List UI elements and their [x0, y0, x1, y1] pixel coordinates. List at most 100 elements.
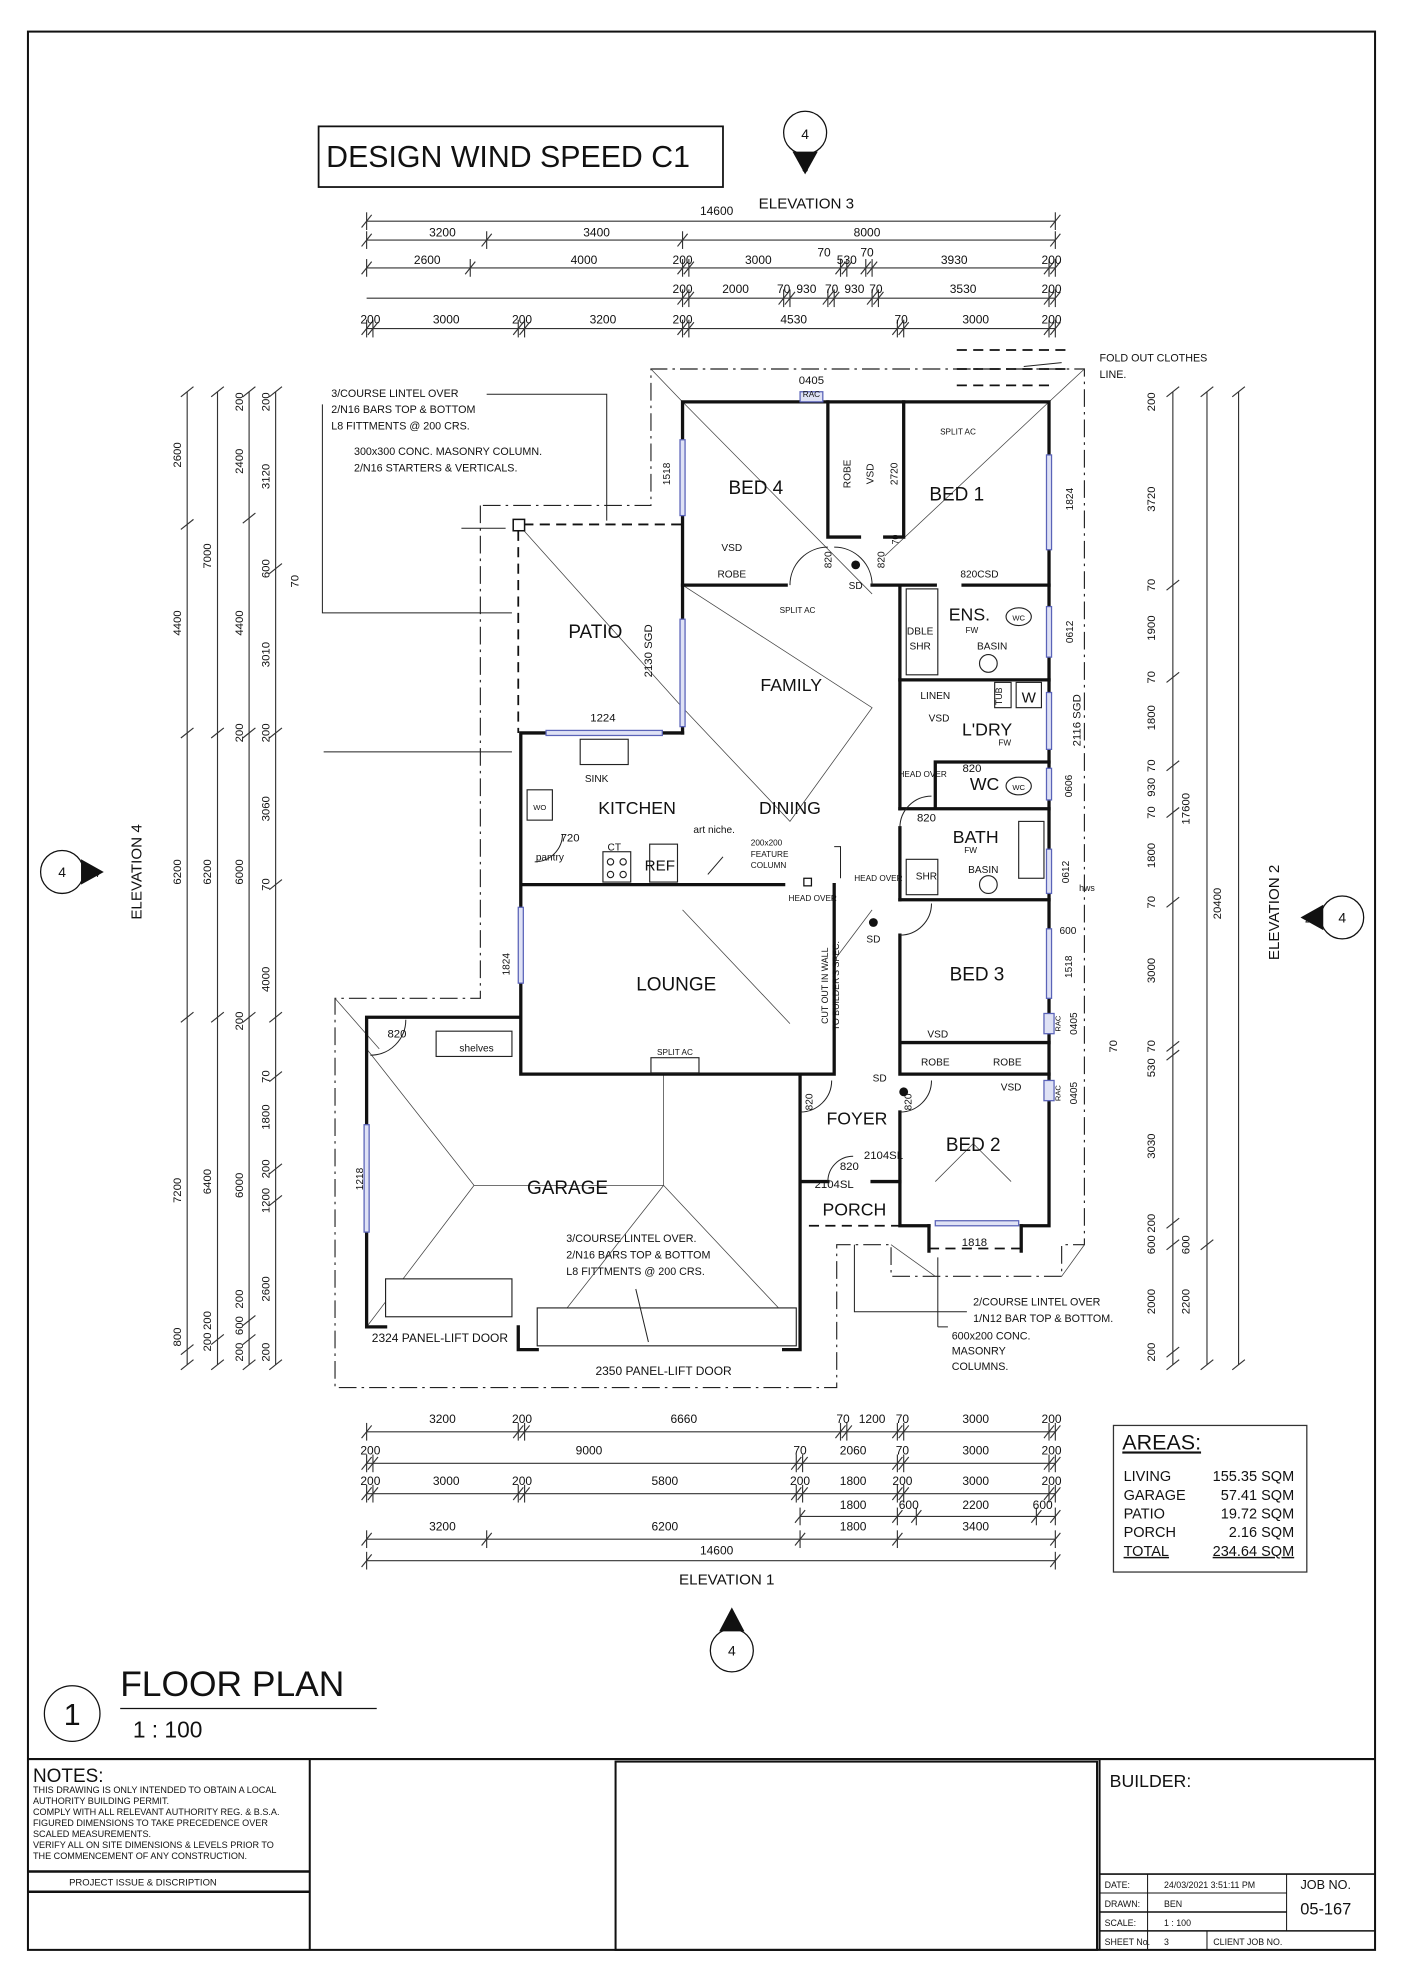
plan-label-d70: 70	[891, 535, 901, 545]
drawn-label: DRAWN:	[1105, 1899, 1140, 1909]
plan-label-vsd: VSD	[927, 1029, 948, 1040]
dimension-value: 7000	[202, 543, 214, 568]
dimension-value: 8000	[854, 225, 881, 239]
windows	[363, 391, 1055, 1233]
dimension-value: 70	[894, 313, 908, 327]
dimension-value: 70	[1146, 671, 1158, 684]
area-value: 234.64 SQM	[1213, 1544, 1295, 1560]
area-value: 2.16 SQM	[1229, 1525, 1294, 1541]
dimension-value: 70	[817, 246, 831, 260]
dimension-value: 200	[360, 1444, 380, 1458]
note-lintel_garage: L8 FITTMENTS @ 200 CRS.	[566, 1266, 705, 1278]
plan-label-w1218: 1218	[355, 1167, 366, 1190]
dimension-value: 14600	[700, 1543, 734, 1557]
scale-value: 1 : 100	[1164, 1918, 1191, 1928]
dimension-tick	[1231, 386, 1246, 398]
dimension-value: 3000	[433, 313, 460, 327]
dimension-lines	[180, 212, 1246, 1570]
drawing-scale: 1 : 100	[133, 1717, 203, 1743]
plan-label-sgd2130: 2130 SGD	[643, 624, 655, 677]
marker-sheet: 4	[93, 868, 99, 880]
drawing-number: 1	[64, 1699, 81, 1732]
section-marker-right[interactable]	[1300, 895, 1365, 940]
client-job-label: CLIENT JOB NO.	[1213, 1937, 1282, 1947]
section-marker-top[interactable]	[783, 110, 828, 175]
dimension-value: 200	[260, 1159, 272, 1178]
dimension-value: 6400	[202, 1169, 214, 1194]
plan-label-sl2104: 2104SL	[815, 1179, 854, 1191]
plan-label-basin: BASIN	[968, 865, 998, 876]
room-label-ldry: L'DRY	[962, 719, 1012, 739]
plan-label-split_ac: SPLIT AC	[657, 1048, 693, 1057]
area-label: GARAGE	[1124, 1488, 1186, 1504]
note-lintel_garage: 2/N16 BARS TOP & BOTTOM	[566, 1250, 710, 1262]
drawing-title: FLOOR PLAN	[120, 1665, 344, 1704]
plan-label-w0405: 0405	[1069, 1081, 1080, 1104]
dimension-tick	[268, 727, 283, 739]
dimension-tick	[1166, 386, 1180, 398]
dimension-value: 2000	[1146, 1289, 1158, 1314]
dimension-tick	[268, 563, 283, 575]
note-feature_column: FEATURE	[751, 850, 789, 859]
note-porch_columns: MASONRY	[952, 1346, 1006, 1358]
room-label-ens: ENS.	[949, 604, 990, 624]
plan-label-fw: FW	[964, 846, 977, 855]
note-clothes_line: FOLD OUT CLOTHES	[1100, 352, 1208, 364]
plan-label-hws: hws	[1079, 883, 1095, 893]
marker-ref: 4	[801, 126, 809, 142]
dimension-tick	[1166, 1217, 1180, 1229]
room-label-foyer: FOYER	[826, 1109, 887, 1129]
dimension-value: 600	[260, 559, 272, 578]
room-label-bed1: BED 1	[929, 484, 984, 505]
section-marker-left[interactable]	[39, 849, 104, 895]
dimension-value: 200	[1042, 253, 1062, 267]
note-line: THIS DRAWING IS ONLY INTENDED TO OBTAIN …	[33, 1785, 276, 1795]
room-label-porch: PORCH	[822, 1200, 886, 1220]
plan-label-w600: 600	[1060, 926, 1077, 937]
dimension-value: 7200	[172, 1178, 184, 1203]
plan-label-shelves: shelves	[459, 1043, 493, 1054]
dimension-value: 200	[673, 253, 693, 267]
note-lintel_porch: 2/COURSE LINTEL OVER	[973, 1296, 1101, 1308]
plan-label-head_over: HEAD OVER	[898, 770, 946, 779]
plan-label-w0612: 0612	[1065, 620, 1076, 643]
dimension-value: 600	[1033, 1498, 1053, 1512]
dimension-value: 3200	[429, 1519, 456, 1533]
plan-label-w0405: 0405	[1069, 1012, 1080, 1035]
job-number-value: 05-167	[1300, 1900, 1351, 1918]
dimension-value: 4400	[234, 610, 246, 635]
dimension-value: 200	[673, 282, 693, 296]
dimension-value: 3200	[429, 225, 456, 239]
plan-label-robe: ROBE	[993, 1057, 1022, 1068]
dimension-value: 200	[1042, 282, 1062, 296]
plan-label-vsd: VSD	[721, 543, 742, 554]
section-marker-bottom[interactable]	[709, 1607, 754, 1673]
dimension-value: 200	[234, 392, 246, 411]
plan-label-w1824: 1824	[501, 953, 512, 976]
garage-door-label: 2324 PANEL-LIFT DOOR	[372, 1331, 509, 1345]
dimension-tick	[1200, 1239, 1214, 1251]
plan-label-ref: REF	[645, 858, 675, 875]
dimension-tick	[1200, 386, 1214, 398]
dimension-value: 930	[1146, 778, 1158, 797]
note-cutout: CUT OUT IN WALL	[820, 947, 830, 1023]
plan-label-head_over: HEAD OVER	[789, 894, 837, 903]
dimension-value: 3720	[1146, 487, 1158, 512]
note-line: FIGURED DIMENSIONS TO TAKE PRECEDENCE OV…	[33, 1818, 268, 1828]
plan-label-w1518: 1518	[1064, 955, 1075, 978]
dimension-tick	[1166, 1346, 1180, 1358]
note-lintel_top: 2/N16 BARS TOP & BOTTOM	[331, 404, 475, 416]
dimension-value: 6200	[172, 859, 184, 884]
room-label-bed2: BED 2	[946, 1135, 1001, 1156]
plan-label-d820: 820	[387, 1028, 406, 1040]
dimension-value: 2200	[962, 1498, 989, 1512]
leader-lines	[321, 362, 1062, 1343]
dimension-value: 3120	[260, 464, 272, 489]
areas-heading: AREAS:	[1122, 1430, 1201, 1454]
dimension-value: 70	[1146, 1040, 1158, 1053]
dimension-value: 3400	[583, 225, 610, 239]
dimension-value: 1800	[840, 1474, 867, 1488]
area-label: TOTAL	[1124, 1544, 1169, 1560]
plan-label-w1518: 1518	[662, 462, 673, 485]
room-label-dining: DINING	[759, 798, 821, 818]
